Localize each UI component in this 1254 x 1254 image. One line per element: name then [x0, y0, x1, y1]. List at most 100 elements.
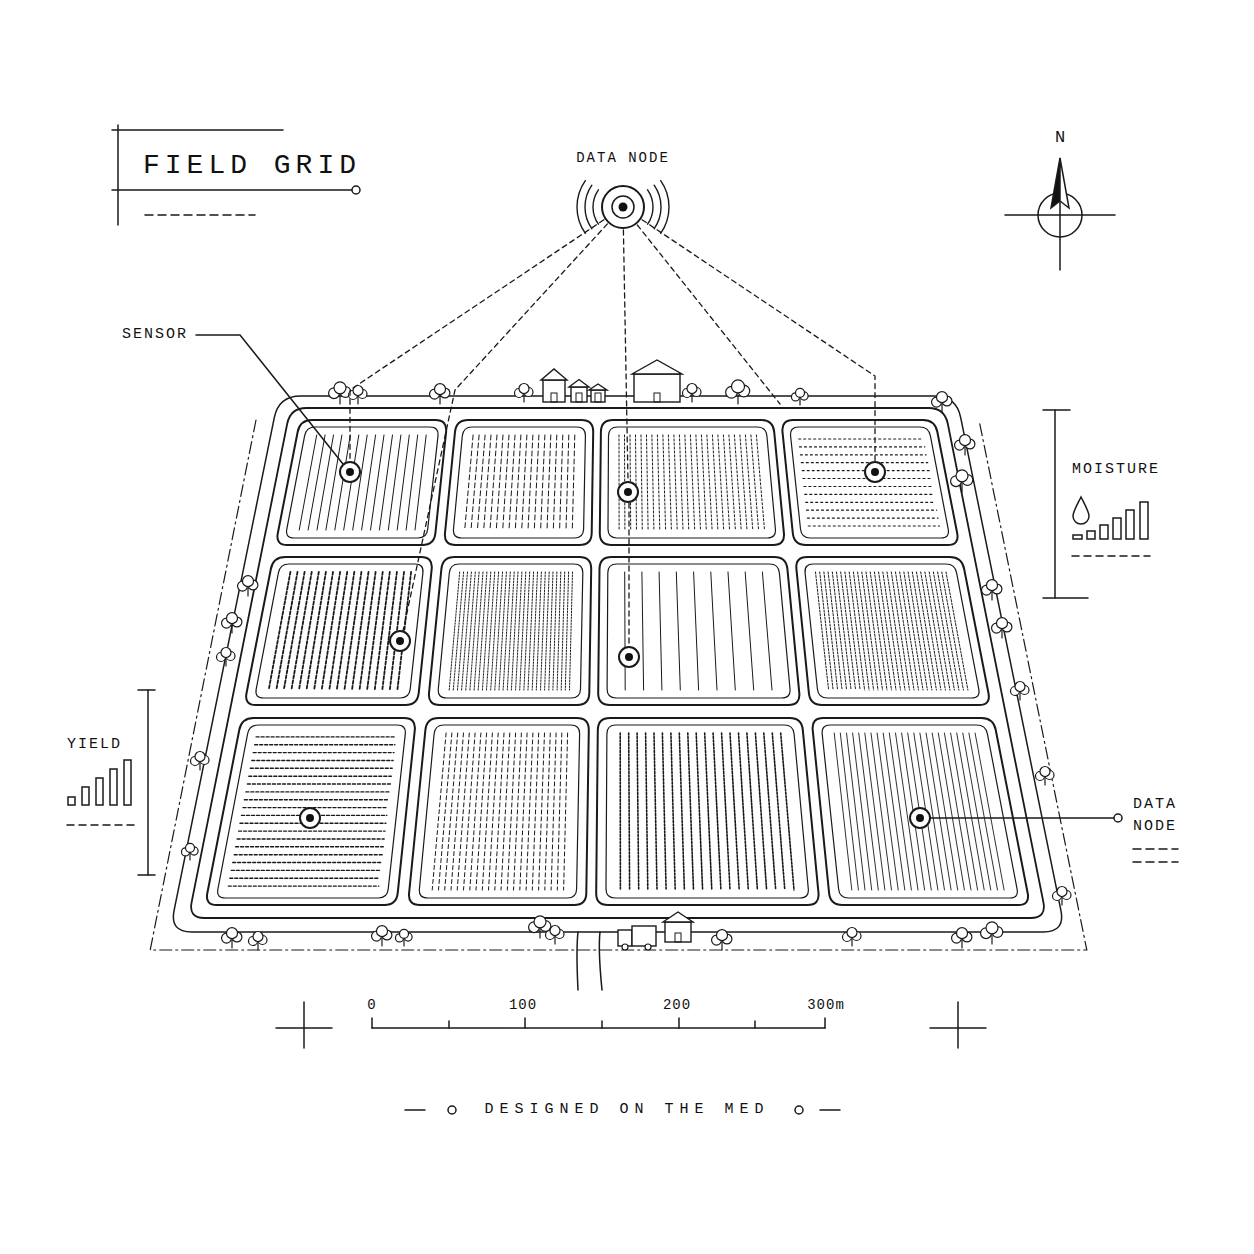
- crop-row: [929, 572, 950, 690]
- building-door: [675, 933, 681, 942]
- bar: [1113, 518, 1121, 539]
- tree-crown: [1057, 887, 1067, 897]
- crop-row: [619, 733, 621, 890]
- crop-row: [491, 572, 499, 690]
- crop-row: [647, 435, 649, 530]
- crop-row: [745, 572, 754, 690]
- crop-row: [490, 435, 497, 530]
- crop-row: [713, 733, 721, 890]
- crop-row: [520, 733, 527, 890]
- tree: [222, 613, 242, 633]
- signal-arc: [661, 181, 669, 234]
- crop-row: [360, 572, 376, 690]
- crop-row: [889, 733, 911, 890]
- plot-outline: [445, 420, 593, 545]
- crop-row: [636, 435, 637, 530]
- scale-tick: [754, 1021, 756, 1028]
- crop-row: [353, 435, 368, 530]
- crop-row: [466, 572, 476, 690]
- tree-trunk: [961, 484, 962, 492]
- crop-row: [799, 438, 924, 439]
- frame-dash: [145, 214, 255, 216]
- tree-crown: [987, 580, 998, 591]
- tree-trunk: [737, 395, 738, 404]
- tree-crown: [534, 916, 546, 928]
- tree-trunk: [231, 625, 232, 633]
- building: [663, 912, 693, 942]
- leader-dot: [1114, 814, 1122, 822]
- crop-row: [239, 830, 386, 831]
- compass-needle: [1060, 158, 1069, 208]
- dash-line: [67, 824, 135, 826]
- crop-row: [837, 572, 852, 690]
- bar: [82, 787, 89, 805]
- plot-outline: [796, 557, 989, 705]
- gauge-label: YIELD: [67, 736, 122, 754]
- tree: [955, 435, 975, 455]
- crop-row: [565, 572, 568, 690]
- node-ring: [602, 186, 644, 228]
- crop-row: [904, 572, 923, 690]
- crop-row: [806, 502, 935, 503]
- sensor-dot: [871, 468, 879, 476]
- crop-row: [249, 776, 391, 777]
- crop-row: [800, 446, 925, 447]
- crop-row: [938, 572, 959, 690]
- crop-row: [718, 435, 724, 530]
- crop-row: [845, 572, 860, 690]
- crop-row: [865, 733, 885, 890]
- crop-row: [690, 435, 694, 530]
- bar: [68, 797, 75, 805]
- crop-row: [532, 733, 538, 890]
- tree-crown: [1015, 682, 1025, 692]
- crop-row: [696, 733, 702, 890]
- plot-outline: [277, 420, 446, 545]
- crop-row: [564, 733, 568, 890]
- crop-row: [545, 572, 550, 690]
- tree-crown: [550, 926, 560, 936]
- building: [541, 369, 567, 402]
- crop-row: [464, 733, 476, 890]
- crop-row: [696, 435, 701, 530]
- crop-row: [503, 435, 509, 530]
- crop-row: [322, 572, 340, 690]
- crop-row: [879, 572, 896, 690]
- plot-inner-outline: [287, 427, 439, 538]
- tree: [329, 382, 351, 404]
- crop-row: [800, 454, 926, 455]
- scale-bar: [276, 1002, 986, 1048]
- compass-needle: [1051, 158, 1060, 208]
- crop-row: [877, 733, 898, 890]
- tree-crown: [997, 618, 1008, 629]
- scale-tick: [601, 1021, 603, 1028]
- crop-row: [957, 733, 985, 890]
- droplet-icon: [1073, 497, 1089, 524]
- crop-row: [337, 572, 355, 690]
- crop-row: [883, 733, 905, 890]
- crop-row: [367, 572, 383, 690]
- crop-row: [662, 733, 666, 890]
- bracket-tick: [138, 874, 155, 876]
- crop-row: [451, 733, 464, 890]
- dash-line: [1133, 848, 1178, 850]
- field-plots: [150, 181, 1087, 990]
- truck-box: [632, 926, 656, 946]
- bar: [1073, 535, 1082, 539]
- crop-row: [470, 733, 481, 890]
- crop-row: [317, 435, 334, 530]
- crop-row: [858, 572, 874, 690]
- leader-line: [930, 817, 1114, 819]
- crop-row: [668, 435, 671, 530]
- callout-leaders: [196, 335, 1178, 862]
- tree: [349, 386, 368, 405]
- crop-row: [503, 572, 510, 690]
- tree: [546, 926, 565, 945]
- crop-row: [487, 572, 495, 690]
- crop-row: [406, 435, 418, 530]
- plot-inner-outline: [822, 725, 1017, 898]
- crop-row: [870, 572, 887, 690]
- tree-trunk: [225, 659, 226, 666]
- sensor-dot: [306, 814, 314, 822]
- crop-row: [541, 435, 545, 530]
- crop-row: [560, 435, 563, 530]
